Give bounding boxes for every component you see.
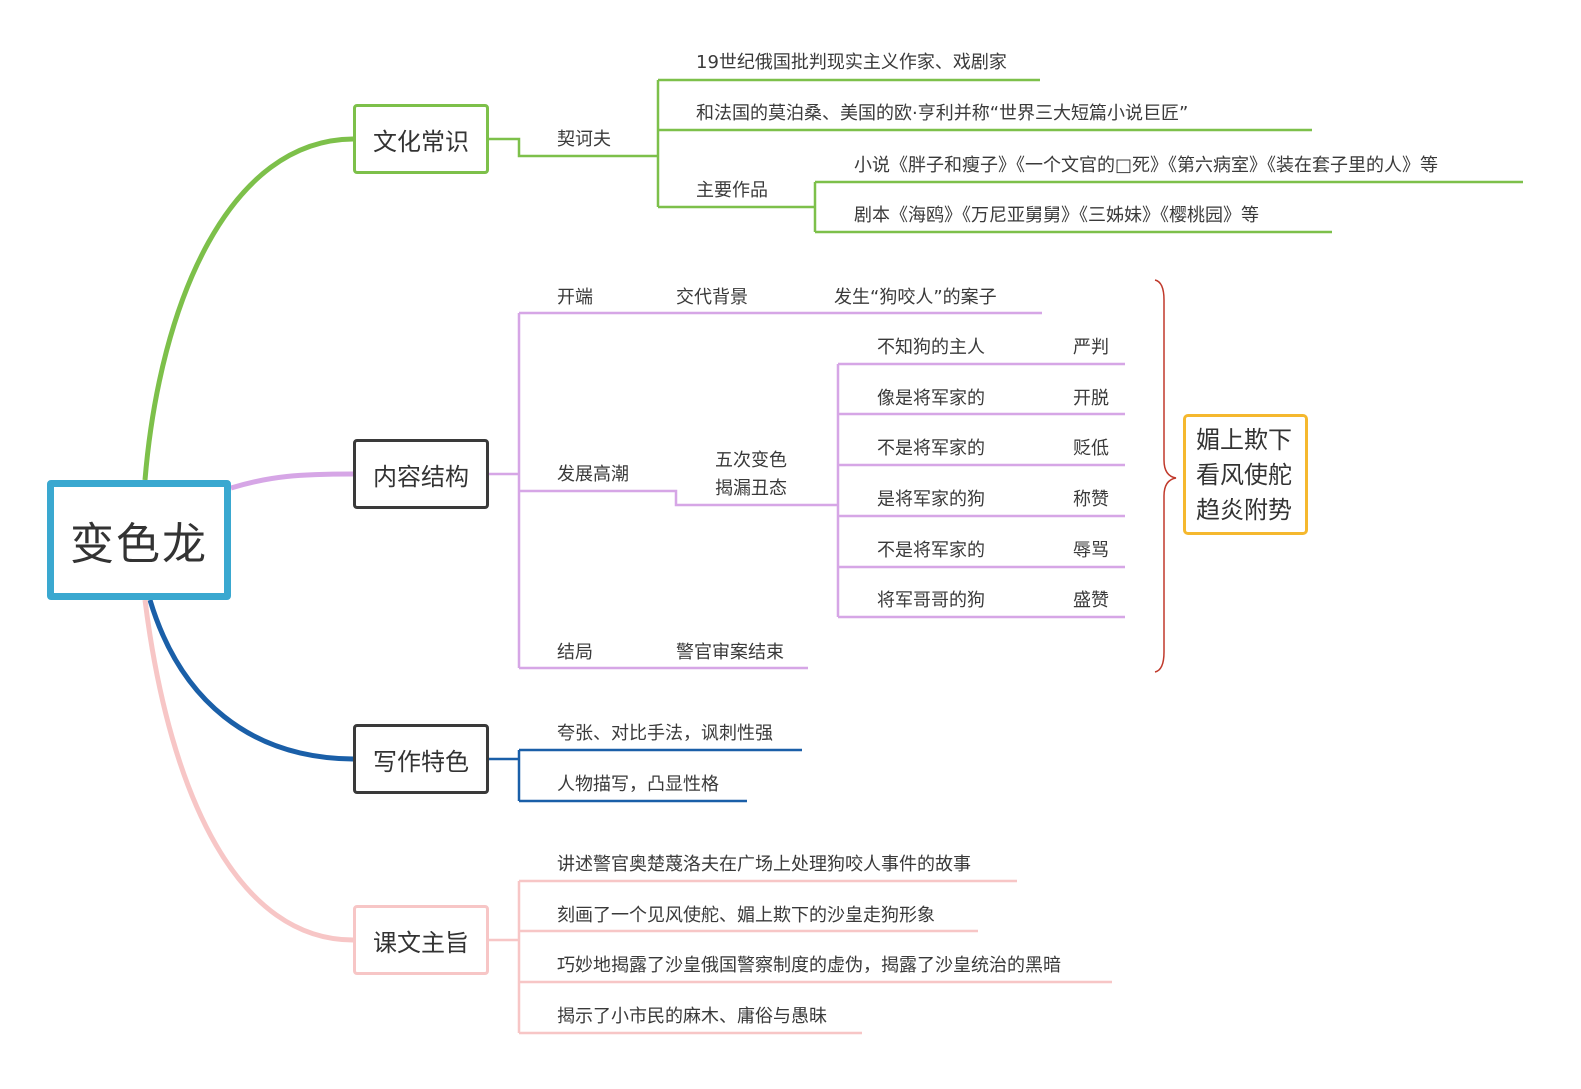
branch-theme[interactable]: 课文主旨 (353, 905, 489, 975)
root-label: 变色龙 (70, 519, 208, 570)
connector-root-writing (147, 599, 354, 762)
branch-writing-label: 写作特色 (373, 747, 469, 776)
structure-opening-stage[interactable]: 交代背景 (676, 287, 748, 308)
branch-structure-label: 内容结构 (373, 462, 469, 491)
culture-author[interactable]: 契诃夫 (557, 129, 611, 150)
change-judgment[interactable]: 不是将军家的 (877, 540, 985, 561)
change-attitude[interactable]: 贬低 (1073, 438, 1109, 459)
writing-item[interactable]: 夸张、对比手法，讽刺性强 (557, 723, 773, 744)
change-attitude[interactable]: 辱骂 (1073, 540, 1109, 561)
structure-climax-middle-2[interactable]: 揭漏丑态 (715, 478, 787, 499)
branch-culture-label: 文化常识 (373, 127, 469, 156)
branch-culture[interactable]: 文化常识 (353, 104, 489, 174)
change-judgment[interactable]: 不知狗的主人 (877, 337, 985, 358)
change-judgment[interactable]: 是将军家的狗 (877, 489, 985, 510)
summary-line: 媚上欺下 (1196, 426, 1292, 454)
structure-opening-detail[interactable]: 发生“狗咬人”的案子 (834, 287, 997, 308)
branch-theme-label: 课文主旨 (373, 928, 469, 957)
summary-line: 趋炎附势 (1196, 496, 1292, 524)
theme-item[interactable]: 刻画了一个见风使舵、媚上欺下的沙皇走狗形象 (557, 905, 935, 926)
structure-climax[interactable]: 发展高潮 (557, 464, 629, 485)
summary-brace (1154, 279, 1177, 673)
summary-box[interactable]: 媚上欺下 看风使舵 趋炎附势 (1183, 414, 1308, 535)
theme-item[interactable]: 巧妙地揭露了沙皇俄国警察制度的虚伪，揭露了沙皇统治的黑暗 (557, 955, 1061, 976)
structure-ending[interactable]: 结局 (557, 642, 593, 663)
change-judgment[interactable]: 将军哥哥的狗 (877, 590, 985, 611)
culture-work-plays[interactable]: 剧本《海鸥》《万尼亚舅舅》《三姊妹》《樱桃园》等 (854, 205, 1259, 226)
change-attitude[interactable]: 开脱 (1073, 388, 1109, 409)
culture-fact-2[interactable]: 和法国的莫泊桑、美国的欧·亨利并称“世界三大短篇小说巨匠” (696, 103, 1189, 124)
change-judgment[interactable]: 像是将军家的 (877, 388, 985, 409)
culture-works-label[interactable]: 主要作品 (696, 180, 768, 201)
change-judgment[interactable]: 不是将军家的 (877, 438, 985, 459)
summary-line: 看风使舵 (1196, 461, 1292, 489)
structure-climax-middle-1[interactable]: 五次变色 (715, 450, 787, 471)
connector-root-structure (230, 471, 354, 491)
branch-writing[interactable]: 写作特色 (353, 724, 489, 794)
change-attitude[interactable]: 盛赞 (1073, 590, 1109, 611)
root-topic[interactable]: 变色龙 (47, 480, 231, 600)
connector-root-theme (142, 599, 354, 943)
change-attitude[interactable]: 严判 (1073, 337, 1109, 358)
writing-item[interactable]: 人物描写，凸显性格 (557, 774, 719, 795)
theme-item[interactable]: 讲述警官奥楚蔑洛夫在广场上处理狗咬人事件的故事 (557, 854, 971, 875)
branch-structure[interactable]: 内容结构 (353, 439, 489, 509)
culture-fact-1[interactable]: 19世纪俄国批判现实主义作家、戏剧家 (696, 52, 1007, 73)
connector-root-culture (142, 136, 354, 481)
culture-work-novels[interactable]: 小说《胖子和瘦子》《一个文官的□死》《第六病室》《装在套子里的人》等 (854, 155, 1439, 176)
structure-opening[interactable]: 开端 (557, 287, 593, 308)
change-attitude[interactable]: 称赞 (1073, 489, 1109, 510)
theme-item[interactable]: 揭示了小市民的麻木、庸俗与愚昧 (557, 1006, 827, 1027)
structure-ending-detail[interactable]: 警官审案结束 (676, 642, 784, 663)
